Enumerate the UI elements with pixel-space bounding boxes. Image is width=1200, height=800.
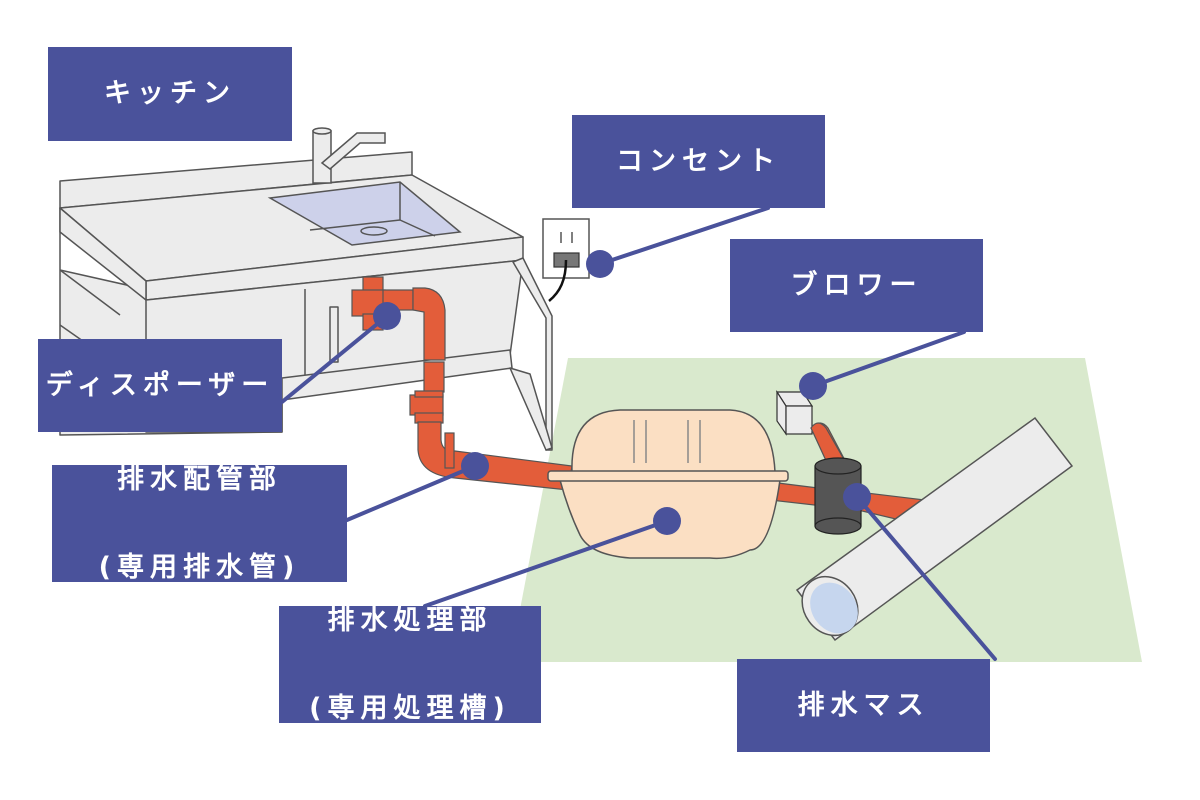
label-drain-mass: 排水マス (737, 659, 990, 752)
faucet (312, 127, 386, 184)
marker-mass (843, 483, 871, 511)
electrical-outlet (542, 218, 590, 302)
leader-blower (811, 330, 966, 388)
leader-tank (423, 519, 669, 608)
marker-pipe (461, 452, 489, 480)
label-outlet: コンセント (572, 115, 825, 208)
marker-blower (799, 372, 827, 400)
leader-lines (280, 206, 997, 661)
leader-pipe (345, 464, 477, 522)
label-drain-piping-title: 排水配管部 (117, 463, 282, 495)
marker-outlet (586, 250, 614, 278)
label-drain-piping: 排水配管部 (専用排水管) (52, 464, 347, 583)
marker-disposer (373, 302, 401, 330)
leader-disposer (280, 314, 389, 404)
label-treatment-tank: 排水処理部 (専用処理槽) (279, 605, 541, 724)
label-drain-piping-subtitle: (専用排水管) (98, 551, 301, 583)
label-blower: ブロワー (730, 239, 983, 332)
marker-dots (373, 250, 871, 535)
marker-tank (653, 507, 681, 535)
treatment-tank (547, 409, 789, 560)
label-outlet-text: コンセント (616, 145, 781, 177)
sink-basin (267, 181, 462, 246)
label-treatment-tank-title: 排水処理部 (327, 604, 493, 636)
label-blower-text: ブロワー (790, 269, 923, 301)
label-drain-mass-text: 排水マス (797, 689, 930, 721)
label-disposer: ディスポーザー (38, 339, 282, 432)
label-kitchen: キッチン (48, 47, 292, 141)
leader-outlet (598, 206, 770, 266)
label-treatment-tank-subtitle: (専用処理槽) (309, 692, 511, 724)
label-disposer-text: ディスポーザー (45, 369, 275, 401)
sewer-main-pipe (795, 416, 1074, 642)
leader-mass (855, 495, 997, 661)
label-kitchen-text: キッチン (104, 78, 236, 109)
